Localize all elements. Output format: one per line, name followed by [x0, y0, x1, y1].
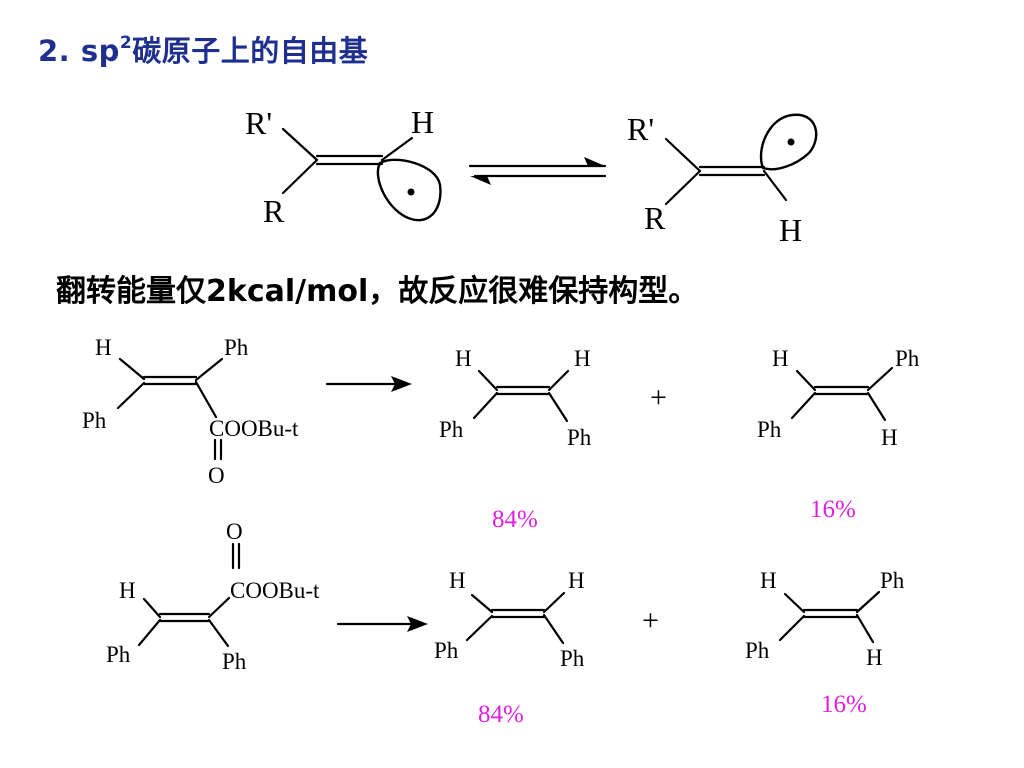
bond: [855, 613, 875, 644]
bond: [470, 593, 494, 614]
arrow-head: [391, 376, 412, 392]
label-rprime: R': [627, 111, 654, 147]
yield-label: 16%: [810, 496, 856, 523]
label-h: H: [95, 335, 112, 360]
title-superscript: 2: [119, 33, 133, 53]
label-ph: Ph: [82, 408, 107, 433]
label-r: R: [263, 193, 285, 229]
bond: [547, 391, 569, 423]
bond-rprime: [281, 127, 319, 162]
reaction2-reactant: O COOBu-t H Ph Ph: [106, 519, 320, 674]
label-ph: Ph: [560, 646, 585, 671]
reaction1-arrow: [325, 376, 412, 392]
bond: [783, 592, 806, 614]
label-h: H: [881, 425, 898, 450]
bond: [866, 366, 894, 392]
bond-r: [664, 169, 702, 206]
radical-orbital-lobe: [759, 113, 818, 171]
vinyl-radical-right: R' R H: [627, 111, 818, 248]
bond: [118, 357, 146, 381]
bond: [855, 590, 881, 614]
bond: [207, 618, 230, 648]
label-h: H: [568, 568, 585, 593]
bond-r: [281, 158, 319, 195]
plus-sign: +: [642, 604, 659, 637]
label-r: R: [644, 200, 666, 236]
vinyl-radical-left: R' R H: [245, 104, 442, 229]
label-h: H: [119, 578, 136, 603]
arrow-head: [407, 616, 428, 632]
reaction1-product-cis: H H Ph Ph: [439, 346, 592, 450]
label-h: H: [411, 104, 434, 140]
radical-orbital-lobe: [376, 158, 442, 222]
label-ph: Ph: [222, 649, 247, 674]
bond-h: [762, 169, 788, 202]
label-o: O: [208, 463, 225, 488]
reaction1-reactant: H Ph Ph COOBu-t O: [82, 335, 299, 488]
label-ph: Ph: [757, 417, 782, 442]
bond: [142, 597, 162, 619]
arrow-back-head: [470, 176, 491, 185]
label-ph: Ph: [439, 417, 464, 442]
bond: [472, 391, 499, 420]
bond: [547, 369, 570, 392]
page-title: 2. sp2碳原子上的自由基: [38, 28, 368, 70]
title-prefix: sp: [80, 34, 120, 68]
label-ph: Ph: [880, 568, 905, 593]
label-o: O: [226, 519, 243, 544]
label-h: H: [772, 346, 789, 371]
radical-electron-dot: [787, 138, 795, 146]
label-ph: Ph: [745, 638, 770, 663]
reaction2-product-trans: H Ph Ph H: [745, 568, 905, 670]
yield-label: 84%: [492, 506, 538, 533]
label-ph: Ph: [106, 642, 131, 667]
bond: [137, 618, 162, 647]
bond: [477, 369, 499, 392]
title-text: 碳原子上的自由基: [132, 34, 369, 68]
inversion-energy-statement: 翻转能量仅2kcal/mol，故反应很难保持构型。: [56, 274, 699, 309]
bond: [465, 614, 494, 642]
bond: [542, 591, 566, 614]
plus-sign: +: [650, 381, 667, 414]
bond: [795, 369, 817, 392]
reaction2-arrow: [336, 616, 428, 632]
reaction2-product-cis: H H Ph Ph: [434, 568, 585, 671]
bond: [778, 614, 806, 642]
equilibrium-arrows: [468, 157, 607, 185]
bond: [194, 380, 218, 419]
label-h: H: [866, 645, 883, 670]
label-h: H: [779, 212, 802, 248]
label-ester: COOBu-t: [230, 578, 320, 603]
label-rprime: R': [245, 105, 272, 141]
bond: [866, 391, 887, 422]
label-h: H: [449, 568, 466, 593]
yield-label: 16%: [821, 691, 867, 718]
bond: [790, 391, 817, 420]
bond: [542, 613, 565, 645]
label-ester: COOBu-t: [209, 416, 299, 441]
bond: [207, 596, 231, 619]
label-ph: Ph: [434, 638, 459, 663]
label-ph: Ph: [895, 346, 920, 371]
bond: [194, 357, 224, 382]
reaction1-product-trans: H Ph Ph H: [757, 346, 920, 450]
bond: [116, 381, 146, 410]
label-ph: Ph: [567, 425, 592, 450]
title-number: 2.: [38, 34, 71, 68]
label-h: H: [760, 568, 777, 593]
bond-rprime: [664, 137, 702, 173]
radical-electron-dot: [407, 188, 415, 196]
label-ph: Ph: [224, 335, 249, 360]
label-h: H: [455, 346, 472, 371]
yield-label: 84%: [478, 701, 524, 728]
label-h: H: [574, 346, 591, 371]
arrow-forward-head: [584, 157, 605, 166]
bond-h: [380, 136, 414, 162]
